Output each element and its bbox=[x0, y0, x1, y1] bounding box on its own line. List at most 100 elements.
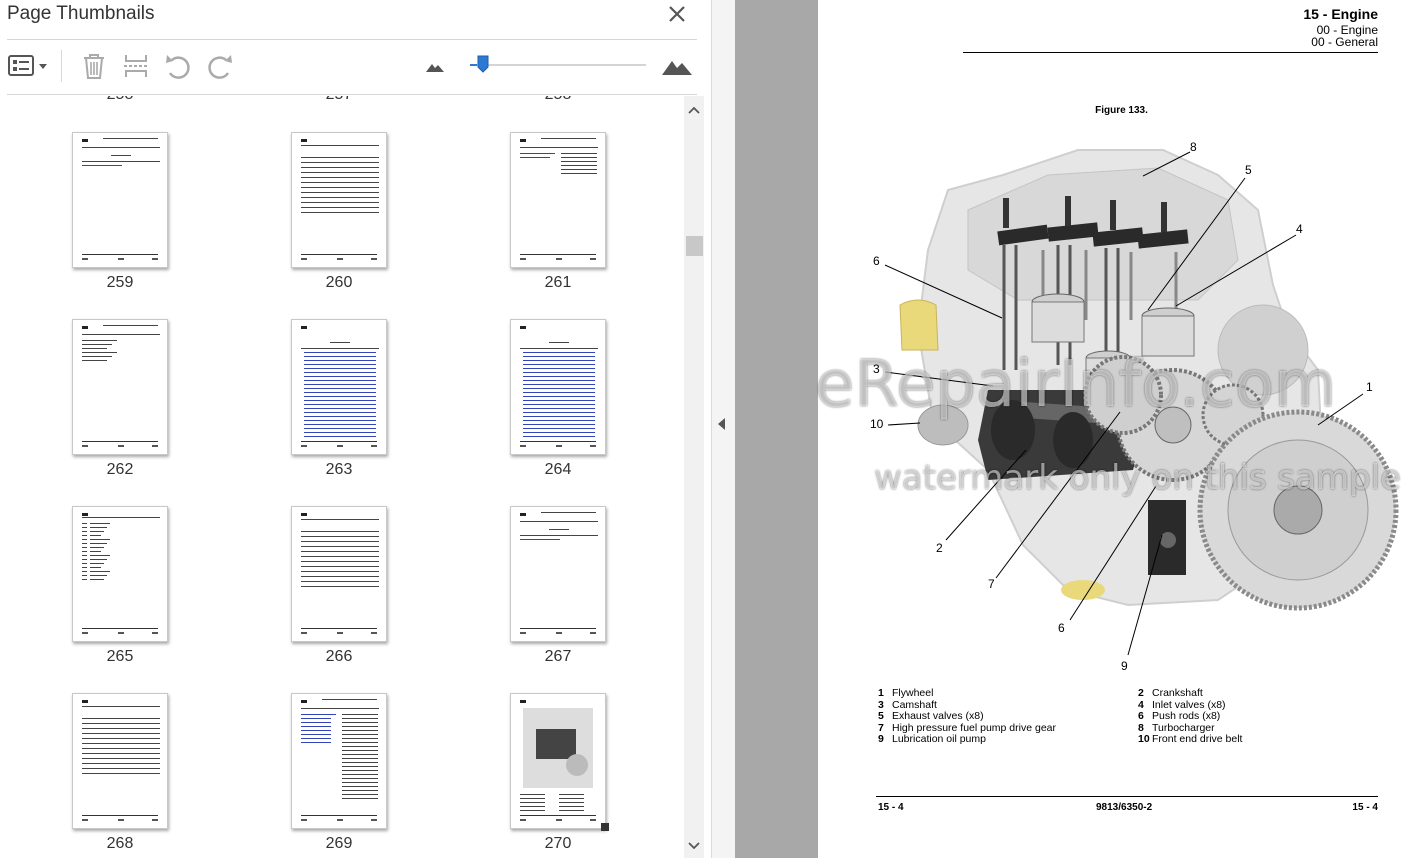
page-thumbnail[interactable] bbox=[510, 319, 606, 455]
thumbnail-page-number: 270 bbox=[544, 835, 572, 852]
legend-number: 5 bbox=[878, 710, 884, 722]
figure-callout: 5 bbox=[1245, 163, 1252, 177]
page-thumbnail[interactable] bbox=[72, 319, 168, 455]
thumbnail-page-number: 260 bbox=[325, 274, 353, 291]
legend-item: 9 Lubrication oil pump bbox=[878, 733, 986, 745]
footer-page-left: 15 - 4 bbox=[878, 802, 904, 813]
page-thumbnail[interactable] bbox=[291, 693, 387, 829]
legend-label: Crankshaft bbox=[1152, 687, 1203, 699]
legend-number: 9 bbox=[878, 733, 884, 745]
rotate-clockwise-icon bbox=[208, 55, 232, 79]
page-thumbnail[interactable] bbox=[291, 132, 387, 268]
legend-item: 1 Flywheel bbox=[878, 687, 933, 699]
legend-item: 8 Turbocharger bbox=[1138, 722, 1215, 734]
figure-callout: 1 bbox=[1366, 380, 1373, 394]
close-icon bbox=[669, 6, 685, 22]
delete-pages-button[interactable] bbox=[78, 48, 110, 84]
legend-label: Turbocharger bbox=[1152, 721, 1215, 734]
thumbnail-page-number: 259 bbox=[106, 274, 134, 291]
section-title: 15 - Engine bbox=[1303, 6, 1378, 22]
legend-label: Inlet valves (x8) bbox=[1152, 698, 1226, 711]
legend-item: 4 Inlet valves (x8) bbox=[1138, 699, 1226, 711]
header-rule bbox=[963, 52, 1378, 53]
figure-callout: 4 bbox=[1296, 222, 1303, 236]
thumbnail-scrollbar[interactable] bbox=[684, 96, 704, 858]
legend-item: 5 Exhaust valves (x8) bbox=[878, 710, 984, 722]
legend-number: 7 bbox=[878, 721, 884, 734]
legend-label: Exhaust valves (x8) bbox=[892, 710, 984, 722]
legend-item: 2 Crankshaft bbox=[1138, 687, 1203, 699]
legend-number: 6 bbox=[1138, 710, 1144, 722]
resize-handle[interactable] bbox=[601, 823, 609, 831]
thumbnail-options-button[interactable] bbox=[7, 48, 49, 84]
small-mountain-icon bbox=[426, 64, 444, 72]
page-thumbnail[interactable] bbox=[72, 506, 168, 642]
legend-label: Flywheel bbox=[892, 687, 934, 699]
thumbnail-page-number: 264 bbox=[544, 461, 572, 478]
figure-callout: 2 bbox=[936, 541, 943, 555]
thumbnail-page-number: 265 bbox=[106, 648, 134, 665]
thumbnail-page-number: 258 bbox=[510, 96, 606, 104]
legend-number: 2 bbox=[1138, 687, 1144, 699]
thumbnail-page-number: 261 bbox=[544, 274, 572, 291]
rotate-counterclockwise-button[interactable] bbox=[162, 48, 194, 84]
legend-number: 1 bbox=[878, 687, 884, 699]
scroll-up-button[interactable] bbox=[684, 100, 704, 120]
divider bbox=[7, 94, 697, 95]
thumbnail-page-number: 263 bbox=[325, 461, 353, 478]
rotate-clockwise-button[interactable] bbox=[204, 48, 236, 84]
page-thumbnails-panel: Page Thumbnails bbox=[0, 0, 711, 858]
page-thumbnail[interactable] bbox=[510, 132, 606, 268]
rotate-counterclockwise-icon bbox=[166, 55, 190, 79]
section-subtitle: 00 - General bbox=[1311, 35, 1378, 49]
close-panel-button[interactable] bbox=[664, 1, 690, 27]
figure-callout: 7 bbox=[988, 577, 995, 591]
legend-label: Lubrication oil pump bbox=[892, 733, 986, 745]
footer-doc-number: 9813/6350-2 bbox=[1096, 802, 1153, 813]
page-thumbnail[interactable] bbox=[510, 506, 606, 642]
legend-number: 4 bbox=[1138, 698, 1144, 711]
large-mountain-icon bbox=[662, 61, 692, 75]
zoom-in-thumbnails-button[interactable] bbox=[661, 48, 693, 84]
insert-pages-icon bbox=[124, 55, 148, 77]
figure-callout: 8 bbox=[1190, 140, 1197, 154]
collapse-panel-arrow-icon[interactable] bbox=[718, 418, 725, 430]
page-thumbnail[interactable] bbox=[291, 506, 387, 642]
document-page: 15 - Engine 00 - Engine 00 - General Fig… bbox=[815, 0, 1425, 858]
scrollbar-thumb[interactable] bbox=[686, 236, 703, 256]
chevron-down-icon bbox=[688, 842, 700, 850]
figure-callout: 6 bbox=[873, 254, 880, 268]
chevron-up-icon bbox=[688, 106, 700, 114]
legend-label: Push rods (x8) bbox=[1152, 710, 1221, 722]
watermark-text: eRepairInfo.com bbox=[815, 348, 1337, 422]
thumbnail-page-number: 258 bbox=[72, 96, 168, 104]
scroll-down-button[interactable] bbox=[684, 836, 704, 856]
thumbnail-page-number: 266 bbox=[325, 648, 353, 665]
thumbnail-options-icon bbox=[8, 55, 47, 76]
page-thumbnail[interactable] bbox=[72, 693, 168, 829]
zoom-out-thumbnails-button[interactable] bbox=[424, 48, 446, 84]
slider-thumb[interactable] bbox=[477, 55, 489, 73]
legend-number: 8 bbox=[1138, 721, 1144, 734]
thumbnail-zoom-slider[interactable] bbox=[470, 55, 646, 73]
legend-label: Camshaft bbox=[892, 698, 937, 711]
section-subtitle: 00 - Engine bbox=[1316, 23, 1378, 37]
figure-callout: 10 bbox=[870, 417, 884, 431]
thumbnail-grid: 258 257 258 2592602612622632642652662672… bbox=[0, 96, 684, 858]
page-thumbnail[interactable] bbox=[291, 319, 387, 455]
legend-item: 6 Push rods (x8) bbox=[1138, 710, 1220, 722]
insert-pages-button[interactable] bbox=[120, 48, 152, 84]
panel-title: Page Thumbnails bbox=[7, 3, 155, 24]
trash-icon bbox=[84, 54, 104, 79]
legend-item: 7 High pressure fuel pump drive gear bbox=[878, 722, 1056, 734]
legend-label: High pressure fuel pump drive gear bbox=[892, 721, 1057, 734]
page-thumbnail[interactable] bbox=[510, 693, 606, 829]
toolbar-separator bbox=[61, 50, 62, 82]
figure-callout: 9 bbox=[1121, 659, 1128, 673]
page-thumbnail[interactable] bbox=[72, 132, 168, 268]
divider bbox=[7, 39, 697, 40]
figure-callout: 6 bbox=[1058, 621, 1065, 635]
